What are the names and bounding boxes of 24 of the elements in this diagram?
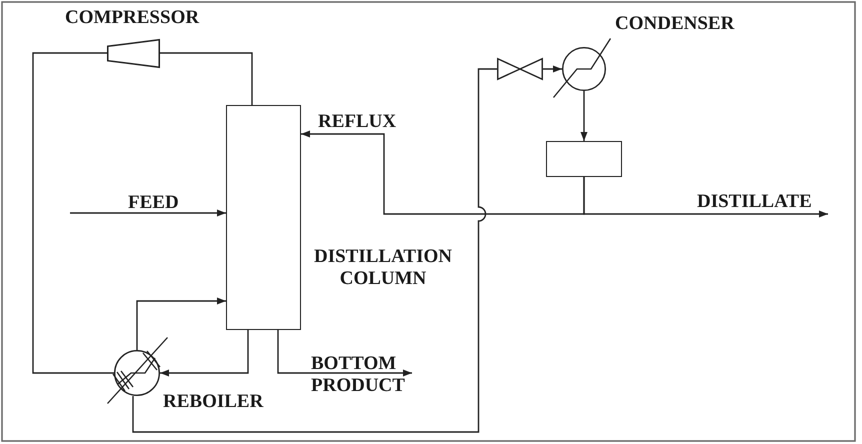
compressor-symbol: [107, 39, 160, 68]
flow-arrow: [301, 130, 585, 215]
flow-line: [160, 52, 253, 105]
flow-line: [132, 68, 497, 433]
equipment-label: DISTILLATION COLUMN: [313, 246, 453, 290]
reflux-drum: [546, 141, 622, 177]
equipment-label: REBOILER: [163, 390, 264, 413]
equipment-label: COMPRESSOR: [65, 6, 200, 29]
edge-label: DISTILLATE: [697, 190, 812, 213]
valve-symbol: [497, 58, 543, 80]
flow-arrow: [543, 66, 562, 72]
flow-arrow: [580, 91, 588, 141]
distillation-column: [226, 105, 301, 330]
condenser-symbol: [553, 38, 611, 98]
equipment-label: CONDENSER: [615, 12, 734, 35]
edge-label: BOTTOM PRODUCT: [311, 352, 406, 397]
flow-arrow: [277, 330, 412, 376]
flow-arrow: [136, 298, 226, 350]
flow-arrow: [583, 177, 828, 218]
flow-arrow: [70, 210, 226, 216]
flow-line: [32, 52, 114, 374]
edge-label: FEED: [128, 192, 179, 214]
flow-arrow: [160, 330, 249, 376]
edge-label: REFLUX: [318, 110, 396, 133]
